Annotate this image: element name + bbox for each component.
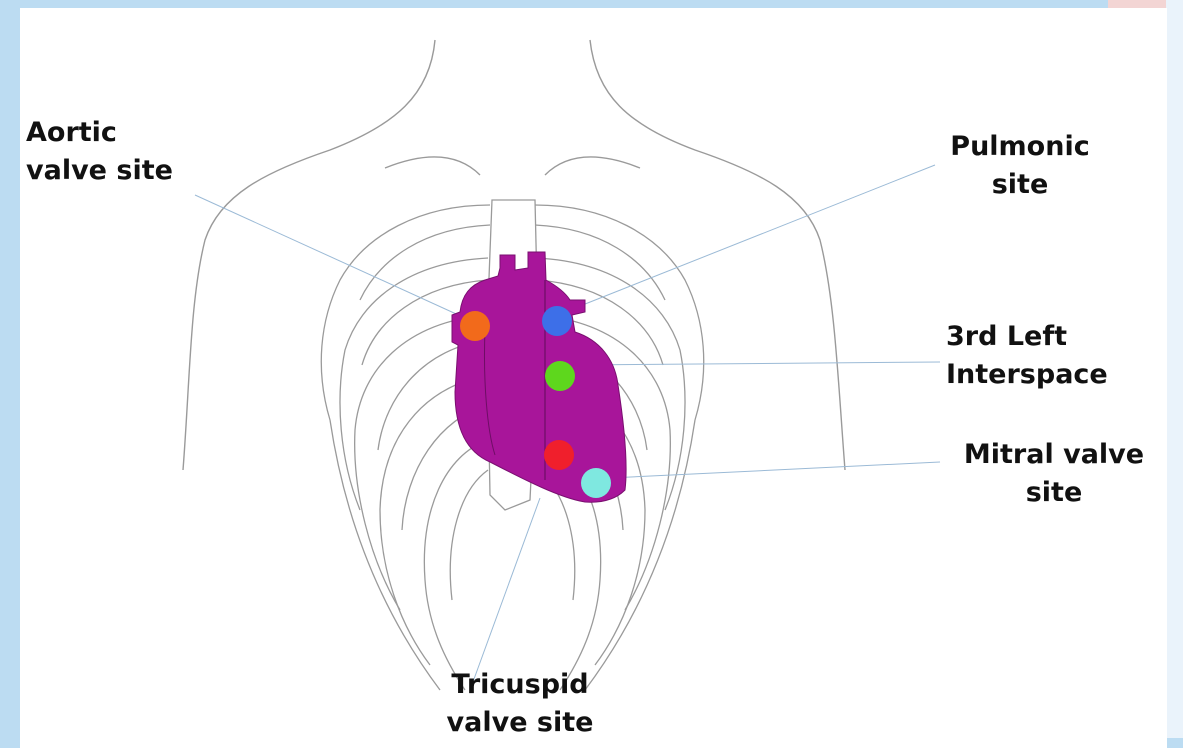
third-left-interspace-label: 3rd Left Interspace <box>946 318 1108 394</box>
aortic-label-line1: Aortic <box>26 114 173 152</box>
third-left-interspace-dot <box>545 361 575 391</box>
heart-illustration <box>452 252 626 502</box>
mitral-label-line2: site <box>944 474 1164 512</box>
mitral-site-dot <box>581 468 611 498</box>
pulmonic-site-dot <box>542 306 572 336</box>
tricuspid-valve-label: Tricuspid valve site <box>410 666 630 742</box>
tricuspid-label-line2: valve site <box>410 704 630 742</box>
pulmonic-label-line2: site <box>940 166 1100 204</box>
tricuspid-label-line1: Tricuspid <box>410 666 630 704</box>
aortic-site-dot <box>460 311 490 341</box>
third-left-label-line2: Interspace <box>946 356 1108 394</box>
aortic-valve-label: Aortic valve site <box>26 114 173 190</box>
mitral-valve-label: Mitral valve site <box>944 436 1164 512</box>
mitral-label-line1: Mitral valve <box>944 436 1164 474</box>
heart-shape <box>452 252 626 502</box>
third-left-label-line1: 3rd Left <box>946 318 1108 356</box>
aortic-label-line2: valve site <box>26 152 173 190</box>
pulmonic-label: Pulmonic site <box>940 128 1100 204</box>
tricuspid-site-dot <box>544 440 574 470</box>
pulmonic-label-line1: Pulmonic <box>940 128 1100 166</box>
